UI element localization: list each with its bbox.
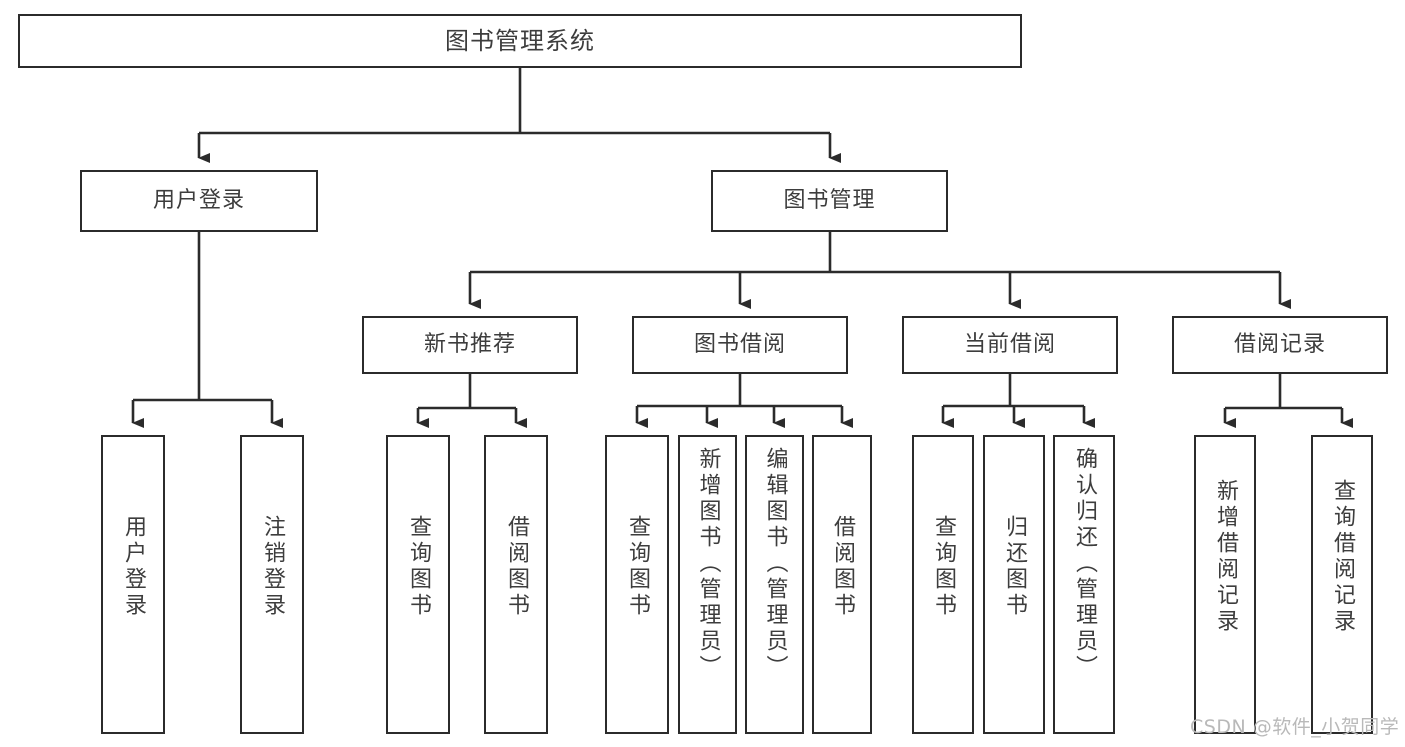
node-leaf-query-book-borrow-label: 查询图书 [624,515,650,619]
node-leaf-borrow-book-rec-label: 借阅图书 [503,515,529,619]
node-borrow-record[interactable]: 借阅记录 [1172,316,1388,374]
node-leaf-query-book-borrow[interactable]: 查询图书 [605,435,669,734]
node-leaf-query-book-current[interactable]: 查询图书 [912,435,974,734]
node-leaf-add-book-admin[interactable]: 新增图书（管理员） [678,435,737,734]
node-book-manage-label: 图书管理 [783,188,876,214]
node-leaf-edit-book-admin[interactable]: 编辑图书（管理员） [745,435,804,734]
node-leaf-return-book-label: 归还图书 [1001,515,1027,619]
watermark-text: CSDN @软件_小贺同学 [1190,716,1400,738]
node-root[interactable]: 图书管理系统 [18,14,1022,68]
node-new-book-recommend-label: 新书推荐 [423,332,516,358]
node-leaf-user-logout-label: 注销登录 [259,515,285,619]
node-leaf-user-login[interactable]: 用户登录 [101,435,165,734]
node-current-borrow[interactable]: 当前借阅 [902,316,1118,374]
node-leaf-query-borrow-record[interactable]: 查询借阅记录 [1311,435,1373,734]
node-borrow-record-label: 借阅记录 [1233,332,1326,358]
node-leaf-borrow-book-label: 借阅图书 [829,515,855,619]
node-leaf-confirm-return-admin[interactable]: 确认归还（管理员） [1053,435,1115,734]
node-leaf-query-book-rec[interactable]: 查询图书 [386,435,450,734]
node-leaf-borrow-book[interactable]: 借阅图书 [812,435,872,734]
node-leaf-confirm-return-admin-label: 确认归还（管理员） [1071,447,1097,681]
node-leaf-user-login-label: 用户登录 [120,515,146,619]
node-leaf-user-logout[interactable]: 注销登录 [240,435,304,734]
node-leaf-query-book-current-label: 查询图书 [930,515,956,619]
node-leaf-return-book[interactable]: 归还图书 [983,435,1045,734]
node-book-manage[interactable]: 图书管理 [711,170,948,232]
node-leaf-add-book-admin-label: 新增图书（管理员） [695,447,721,681]
node-leaf-edit-book-admin-label: 编辑图书（管理员） [762,447,788,681]
node-book-borrow[interactable]: 图书借阅 [632,316,848,374]
node-leaf-add-borrow-record[interactable]: 新增借阅记录 [1194,435,1256,734]
node-user-login-label: 用户登录 [152,188,245,214]
node-leaf-borrow-book-rec[interactable]: 借阅图书 [484,435,548,734]
node-root-label: 图书管理系统 [445,26,595,55]
node-leaf-query-borrow-record-label: 查询借阅记录 [1329,479,1355,635]
node-leaf-query-book-rec-label: 查询图书 [405,515,431,619]
node-new-book-recommend[interactable]: 新书推荐 [362,316,578,374]
node-user-login[interactable]: 用户登录 [80,170,318,232]
node-current-borrow-label: 当前借阅 [963,332,1056,358]
node-book-borrow-label: 图书借阅 [693,332,786,358]
node-leaf-add-borrow-record-label: 新增借阅记录 [1212,479,1238,635]
